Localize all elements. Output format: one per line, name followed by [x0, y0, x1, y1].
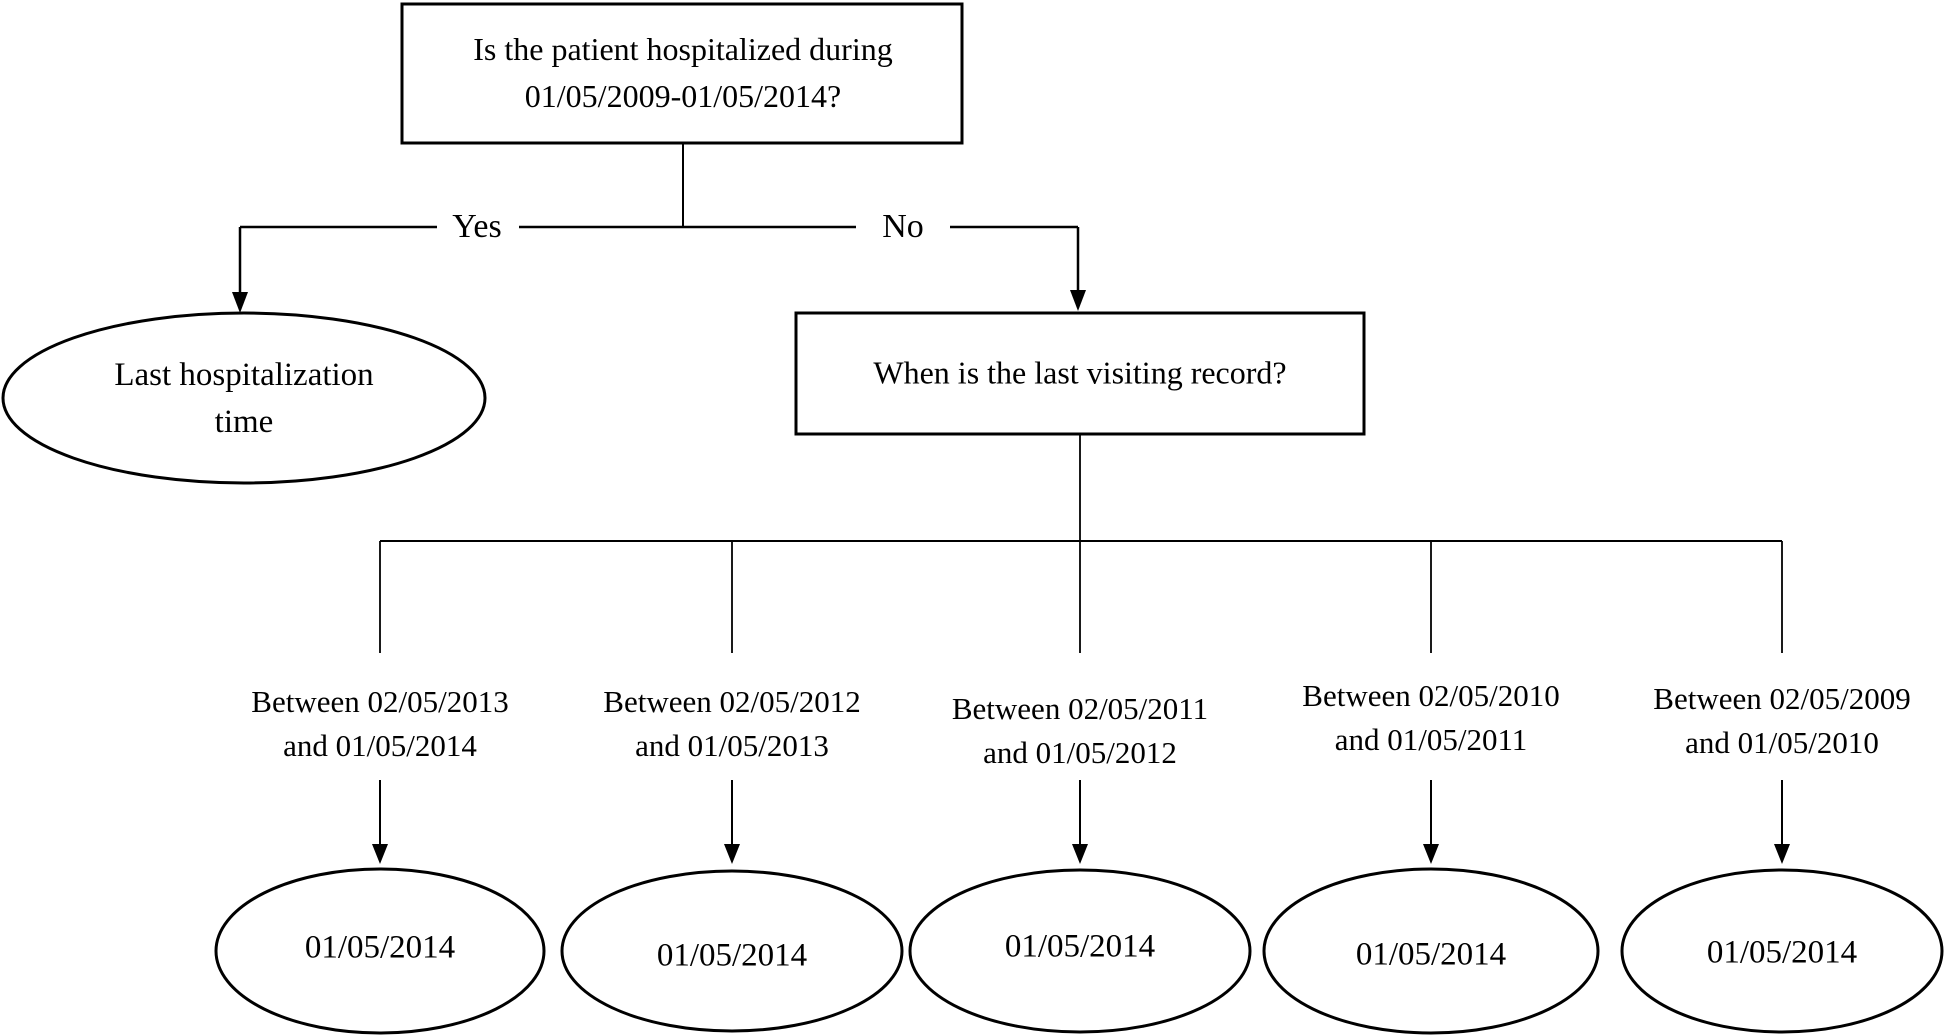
- branch-result-3: 01/05/2014: [1004, 928, 1156, 965]
- branch-result-4: 01/05/2014: [1355, 936, 1507, 973]
- yes-outcome-ellipse: [1, 311, 487, 485]
- arrowhead-no: [1070, 290, 1086, 311]
- arrowhead-result-3: [1072, 844, 1088, 864]
- branch-condition-3-line-1: Between 02/05/2011: [951, 691, 1209, 726]
- branch-condition-3-line-2: and 01/05/2012: [983, 735, 1177, 770]
- branch-condition-2: Between 02/05/2012 and 01/05/2013: [603, 680, 860, 768]
- yes-outcome-line-2: time: [214, 404, 274, 440]
- root-question-box: [400, 2, 964, 145]
- yes-edge-label: Yes: [452, 208, 502, 245]
- branch-result-2: 01/05/2014: [656, 937, 808, 974]
- arrowhead-result-2: [724, 844, 740, 864]
- branch-condition-1: Between 02/05/2013 and 01/05/2014: [251, 680, 508, 768]
- branch-condition-4-line-2: and 01/05/2011: [1334, 722, 1528, 757]
- no-edge-label: No: [882, 208, 924, 245]
- yes-outcome-line-1: Last hospitalization: [114, 357, 374, 393]
- branch-result-1: 01/05/2014: [304, 929, 456, 966]
- arrowhead-result-5: [1774, 844, 1790, 864]
- branch-condition-3: Between 02/05/2011 and 01/05/2012: [952, 687, 1208, 775]
- root-question-text: Is the patient hospitalized during 01/05…: [473, 26, 892, 120]
- result-ellipse-5: [1620, 868, 1944, 1034]
- result-ellipse-2: [560, 869, 904, 1033]
- branch-condition-4-line-1: Between 02/05/2010: [1302, 678, 1560, 713]
- branch-condition-2-line-2: and 01/05/2013: [635, 728, 829, 763]
- followup-question-text: When is the last visiting record?: [873, 354, 1287, 391]
- branch-condition-5-line-1: Between 02/05/2009: [1653, 681, 1911, 716]
- branch-condition-1-line-1: Between 02/05/2013: [251, 684, 509, 719]
- root-question-line-1: Is the patient hospitalized during: [473, 31, 893, 67]
- branch-condition-2-line-1: Between 02/05/2012: [603, 684, 861, 719]
- result-ellipse-3: [908, 868, 1252, 1034]
- branch-condition-1-line-2: and 01/05/2014: [283, 728, 477, 763]
- arrowhead-result-1: [372, 844, 388, 864]
- result-ellipse-1: [214, 867, 546, 1035]
- branch-condition-5-line-2: and 01/05/2010: [1685, 725, 1879, 760]
- branch-condition-4: Between 02/05/2010 and 01/05/2011: [1302, 674, 1559, 762]
- branch-condition-5: Between 02/05/2009 and 01/05/2010: [1653, 677, 1910, 765]
- root-question-line-2: 01/05/2009-01/05/2014?: [524, 78, 842, 114]
- branch-result-5: 01/05/2014: [1706, 934, 1858, 971]
- result-ellipse-4: [1262, 867, 1600, 1035]
- arrowhead-yes: [232, 292, 248, 313]
- arrowhead-result-4: [1423, 844, 1439, 864]
- yes-outcome-text: Last hospitalization time: [114, 352, 373, 446]
